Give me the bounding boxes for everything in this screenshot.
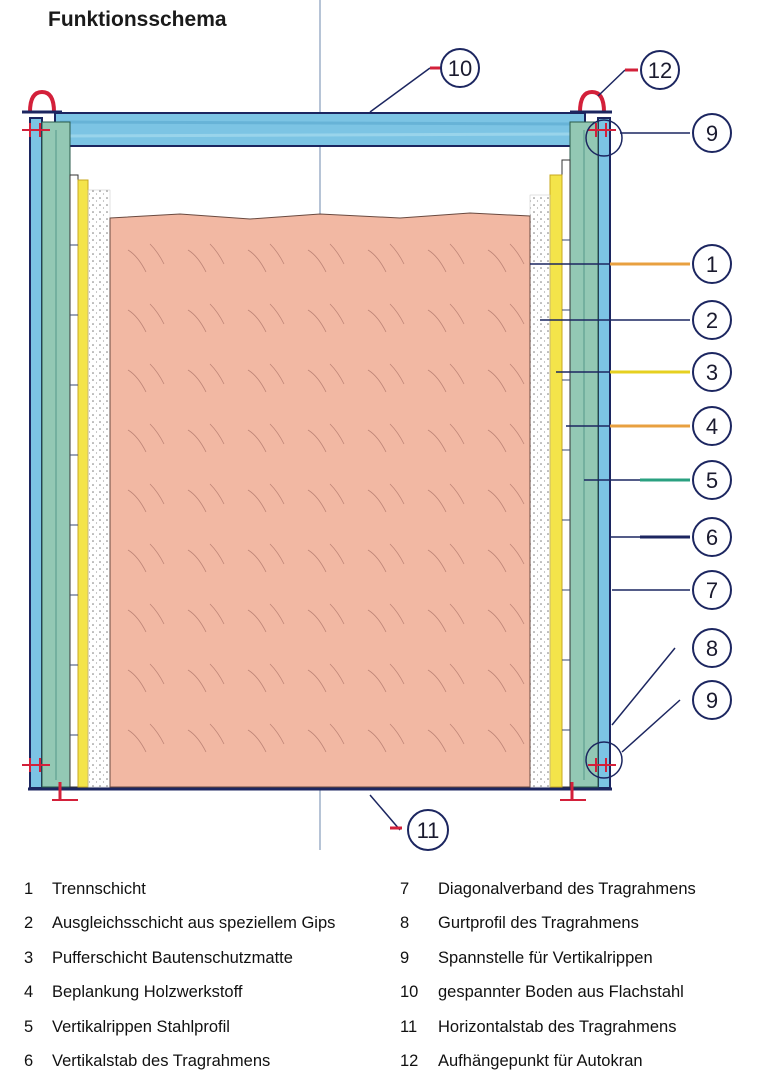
callout-1: 1 [692, 244, 732, 284]
callout-4: 4 [692, 406, 732, 446]
legend-text: gespannter Boden aus Flachstahl [438, 983, 684, 1002]
callout-9-bottom: 9 [692, 680, 732, 720]
legend-num: 3 [24, 948, 34, 967]
legend-text: Beplankung Holzwerkstoff [52, 983, 243, 1002]
left-ribs [70, 244, 78, 736]
legend-num: 9 [400, 948, 410, 967]
callout-label-12: 12 [648, 58, 672, 83]
legend-num: 12 [400, 1052, 419, 1071]
tension-point-top-left [22, 123, 50, 137]
tension-marker-bottom [585, 741, 623, 779]
leader-accents [610, 262, 690, 539]
callout-label-3: 3 [706, 360, 718, 385]
diagram-title: Funktionsschema [48, 8, 227, 31]
callout-label-11: 10 [448, 56, 472, 81]
callout-5: 5 [692, 460, 732, 500]
legend-num: 6 [24, 1052, 34, 1071]
legend-item: 5 Vertikalrippen Stahlprofil [24, 1010, 335, 1045]
legend-num: 11 [400, 1017, 418, 1036]
legend-num: 7 [400, 879, 410, 898]
callout-9-top: 9 [692, 113, 732, 153]
legend-num: 1 [24, 879, 34, 898]
hook-left [22, 89, 62, 114]
hook-right [570, 89, 612, 114]
legend-text: Pufferschicht Bautenschutzmatte [52, 948, 293, 967]
callout-label-9-top: 9 [706, 121, 718, 146]
legend-item: 1 Trennschicht [24, 872, 335, 907]
right-ribs [562, 239, 570, 731]
legend-num: 4 [24, 983, 34, 1002]
callout-label-1: 1 [706, 252, 718, 277]
callout-7: 7 [692, 570, 732, 610]
tension-marker-top [585, 119, 623, 157]
legend-item: 10 gespannter Boden aus Flachstahl [400, 976, 696, 1011]
callout-label-10: 11 [417, 818, 440, 843]
legend-text: Vertikalstab des Tragrahmens [52, 1052, 271, 1071]
callout-3: 3 [692, 352, 732, 392]
legend-item: 8 Gurtprofil des Tragrahmens [400, 907, 696, 942]
legend-num: 5 [24, 1017, 34, 1036]
legend-item: 9 Spannstelle für Vertikalrippen [400, 941, 696, 976]
legend-num: 2 [24, 914, 34, 933]
legend-num: 8 [400, 914, 410, 933]
legend-right: 7 Diagonalverband des Tragrahmens 8 Gurtpr… [400, 872, 696, 1079]
callout-label-6: 6 [706, 525, 718, 550]
left-wall [29, 117, 111, 789]
callout-label-5: 5 [706, 468, 718, 493]
callout-label-9-bottom: 9 [706, 688, 718, 713]
function-diagram: 10 12 9 1 2 3 4 5 6 7 8 9 11 [22, 0, 732, 851]
horizontal-bar [54, 112, 586, 147]
legend-text: Vertikalrippen Stahlprofil [52, 1017, 230, 1036]
legend-item: 4 Beplankung Holzwerkstoff [24, 976, 335, 1011]
legend-text: Horizontalstab des Tragrahmens [438, 1017, 677, 1036]
callout-2: 2 [692, 300, 732, 340]
legend-text: Aufhängepunkt für Autokran [438, 1052, 643, 1071]
central-block [109, 212, 531, 788]
callout-11: 10 [440, 48, 480, 88]
callout-label-8: 8 [706, 636, 718, 661]
legend-item: 3 Pufferschicht Bautenschutzmatte [24, 941, 335, 976]
legend-item: 2 Ausgleichsschicht aus speziellem Gips [24, 907, 335, 942]
legend-item: 11 Horizontalstab des Tragrahmens [400, 1010, 696, 1045]
legend-num: 10 [400, 983, 419, 1002]
tension-point-top-right [588, 123, 616, 137]
callout-label-4: 4 [706, 414, 718, 439]
legend-left: 1 Trennschicht 2 Ausgleichsschicht aus spe… [24, 872, 335, 1079]
callout-6: 6 [692, 517, 732, 557]
callout-8: 8 [692, 628, 732, 668]
callout-label-2: 2 [706, 308, 718, 333]
legend-item: 12 Aufhängepunkt für Autokran [400, 1045, 696, 1079]
legend-text: Gurtprofil des Tragrahmens [438, 914, 639, 933]
legend-text: Diagonalverband des Tragrahmens [438, 879, 696, 898]
tension-point-bottom-right [588, 758, 616, 772]
legend-item: 6 Vertikalstab des Tragrahmens [24, 1045, 335, 1079]
legend-text: Ausgleichsschicht aus speziellem Gips [52, 914, 336, 933]
legend-text: Trennschicht [52, 879, 146, 898]
bottom-floor [28, 782, 612, 801]
callout-10: 11 [407, 809, 449, 851]
tension-point-bottom-left [22, 758, 50, 772]
callout-label-7: 7 [706, 578, 718, 603]
callout-12: 12 [640, 50, 680, 90]
legend-item: 7 Diagonalverband des Tragrahmens [400, 872, 696, 907]
right-wall [529, 117, 611, 789]
legend-text: Spannstelle für Vertikalrippen [438, 948, 653, 967]
